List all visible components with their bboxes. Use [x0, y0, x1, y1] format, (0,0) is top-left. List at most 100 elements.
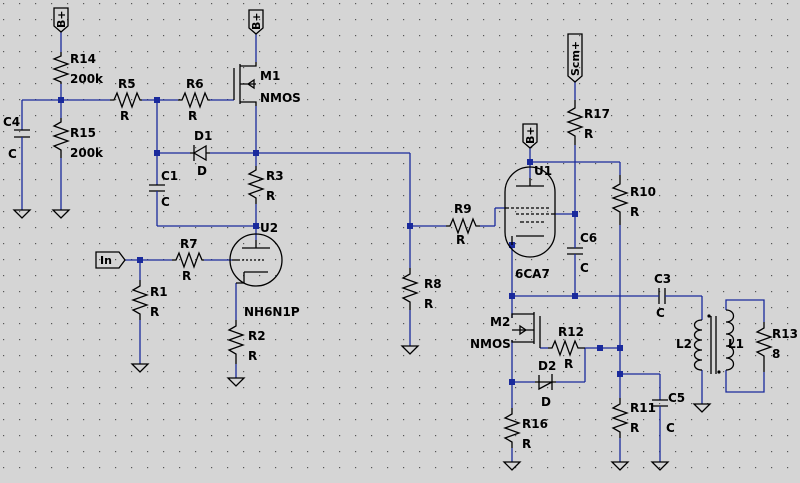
svg-text:200k: 200k [70, 72, 104, 86]
svg-text:D: D [541, 395, 551, 409]
resistor-r6: R6 R [178, 77, 210, 123]
svg-text:R1: R1 [150, 285, 168, 299]
svg-text:R7: R7 [180, 237, 198, 251]
svg-text:R: R [150, 305, 159, 319]
bplus-flag-left: B+ [53, 7, 69, 33]
svg-text:R: R [564, 357, 573, 371]
input-flag: In [95, 251, 126, 269]
svg-text:C3: C3 [654, 272, 671, 286]
svg-text:R15: R15 [70, 126, 96, 140]
svg-text:R13: R13 [772, 327, 798, 341]
svg-text:C: C [656, 306, 665, 320]
junctions [58, 97, 623, 385]
svg-text:D1: D1 [194, 129, 212, 143]
svg-text:R: R [188, 109, 197, 123]
svg-text:M1: M1 [260, 69, 280, 83]
resistor-r8: R8 R [401, 268, 442, 311]
resistor-r10: R10 R [611, 175, 656, 225]
svg-text:200k: 200k [70, 146, 104, 160]
svg-text:R: R [424, 297, 433, 311]
svg-text:M2: M2 [490, 315, 510, 329]
svg-text:NMOS: NMOS [470, 337, 511, 351]
svg-text:C1: C1 [161, 169, 178, 183]
tube-u2: U2 NH6N1P [229, 221, 300, 319]
svg-text:R: R [266, 189, 275, 203]
svg-text:NH6N1P: NH6N1P [244, 305, 300, 319]
capacitor-c4: C4 C [3, 115, 30, 161]
svg-text:R16: R16 [522, 417, 548, 431]
bplus-flag-mid: B+ [248, 9, 264, 35]
svg-text:R: R [456, 233, 465, 247]
mosfet-m1: M1 NMOS [233, 62, 301, 106]
transformer-l2-l1: L2 L1 [676, 309, 744, 374]
svg-text:C5: C5 [668, 391, 685, 405]
svg-text:R: R [182, 269, 191, 283]
scm-flag: Scm+ [567, 33, 583, 83]
svg-text:In: In [100, 254, 112, 267]
mosfet-m2: M2 NMOS [470, 312, 541, 351]
resistor-r7: R7 R [172, 237, 204, 283]
svg-text:R17: R17 [584, 107, 610, 121]
svg-text:L1: L1 [728, 337, 744, 351]
svg-text:R: R [584, 127, 593, 141]
ground-symbols [12, 209, 712, 471]
svg-text:C: C [580, 261, 589, 275]
svg-text:D: D [197, 164, 207, 178]
svg-text:C: C [666, 421, 675, 435]
svg-text:B+: B+ [250, 12, 263, 30]
svg-text:B+: B+ [55, 10, 68, 28]
resistor-r9: R9 R [446, 202, 480, 247]
svg-text:R3: R3 [266, 169, 284, 183]
svg-text:R: R [630, 421, 639, 435]
diode-d2: D2 D [535, 359, 556, 409]
capacitor-c1: C1 C [149, 169, 178, 209]
resistor-r2: R2 R [227, 320, 266, 364]
resistor-r5: R5 R [110, 77, 142, 123]
svg-text:R2: R2 [248, 329, 266, 343]
tube-u1: U1 6CA7 [504, 164, 556, 281]
svg-text:C: C [8, 147, 17, 161]
svg-text:U1: U1 [534, 164, 552, 178]
svg-text:R12: R12 [558, 325, 584, 339]
svg-text:R: R [248, 349, 257, 363]
svg-text:R8: R8 [424, 277, 442, 291]
bplus-flag-right: B+ [522, 123, 538, 149]
resistor-r15: R15 200k [52, 118, 104, 160]
svg-text:R: R [630, 205, 639, 219]
resistor-r3: R3 R [247, 166, 284, 204]
svg-text:U2: U2 [260, 221, 278, 235]
resistor-r11: R11 R [611, 398, 656, 438]
resistor-r12: R12 R [548, 325, 585, 371]
svg-text:C: C [161, 195, 170, 209]
wires [21, 32, 765, 462]
svg-text:R5: R5 [118, 77, 136, 91]
capacitor-c3: C3 C [654, 272, 671, 320]
capacitor-c6: C6 C [567, 231, 597, 275]
resistor-r17: R17 R [566, 100, 610, 145]
svg-text:NMOS: NMOS [260, 91, 301, 105]
svg-text:B+: B+ [524, 126, 537, 144]
svg-text:L2: L2 [676, 337, 692, 351]
svg-text:Scm+: Scm+ [569, 41, 582, 76]
capacitor-c5: C5 C [652, 391, 685, 435]
resistor-r13: R13 8 [755, 322, 798, 372]
svg-text:6CA7: 6CA7 [515, 267, 550, 281]
svg-text:R10: R10 [630, 185, 656, 199]
svg-text:8: 8 [772, 347, 780, 361]
svg-text:R14: R14 [70, 52, 96, 66]
svg-text:C6: C6 [580, 231, 597, 245]
svg-text:R: R [522, 437, 531, 451]
diode-d1: D1 D [190, 129, 212, 178]
svg-text:R9: R9 [454, 202, 472, 216]
svg-text:R6: R6 [186, 77, 204, 91]
svg-text:R11: R11 [630, 401, 656, 415]
resistor-r16: R16 R [503, 408, 548, 451]
resistor-r14: R14 200k [52, 52, 104, 86]
resistor-r1: R1 R [131, 280, 168, 320]
svg-text:C4: C4 [3, 115, 20, 129]
svg-text:R: R [120, 109, 129, 123]
svg-text:D2: D2 [538, 359, 556, 373]
